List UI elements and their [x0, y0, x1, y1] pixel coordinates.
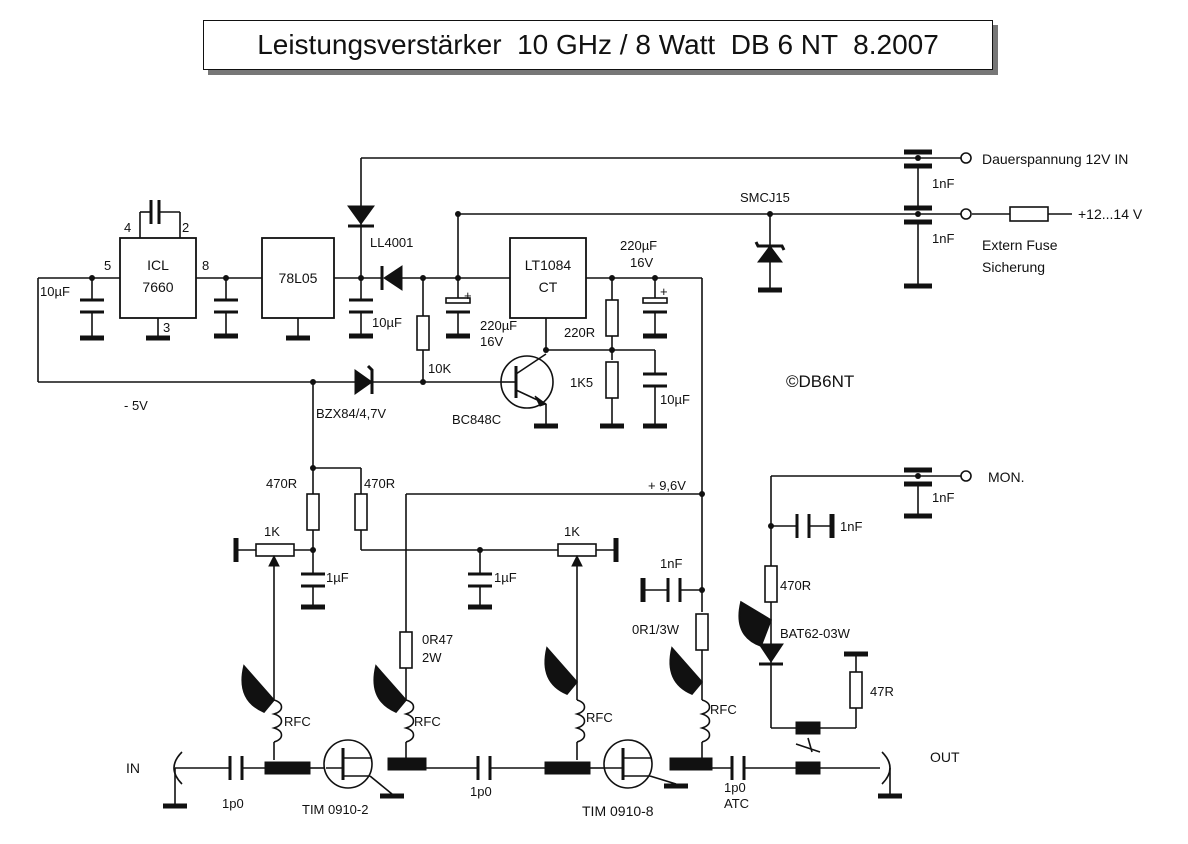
res-10k-label: 10K [428, 361, 451, 376]
pot-1k-a-label: 1K [264, 524, 280, 539]
reg-78l05-label: 78L05 [279, 270, 318, 286]
cap-220uf-b-label-1: 220µF [620, 238, 657, 253]
cap-10uf-b-label: 10µF [372, 315, 402, 330]
rfc-1-label: RFC [284, 714, 311, 729]
dauerspannung-label: Dauerspannung 12V IN [982, 151, 1128, 167]
tim-0910-8-label: TIM 0910-8 [582, 803, 654, 819]
cap-1p0-b-label: 1p0 [470, 784, 492, 799]
junction-dots [89, 155, 921, 593]
rfc-inductors [271, 699, 711, 760]
diagram-title: Leistungsverstärker 10 GHz / 8 Watt DB 6… [257, 29, 939, 60]
bat62-label: BAT62-03W [780, 626, 851, 641]
res-220r-label: 220R [564, 325, 595, 340]
labels: Dauerspannung 12V IN +12...14 V Extern F… [40, 151, 1143, 819]
pin-5-label: 5 [104, 258, 111, 273]
atc-label: ATC [724, 796, 749, 811]
cap-1nf-b-label: 1nF [932, 231, 954, 246]
pot-1k-b-label: 1K [564, 524, 580, 539]
mon-label: MON. [988, 469, 1025, 485]
fet-tim0910-8 [603, 739, 677, 789]
v96-label: + 9,6V [648, 478, 686, 493]
ic-lt1084: LT1084 CT [509, 237, 587, 319]
cap-220uf-a-plus: + [464, 288, 472, 303]
supply-in-label: +12...14 V [1078, 206, 1143, 222]
res-470r-c-label: 470R [780, 578, 811, 593]
microstrip-pads [264, 721, 821, 775]
cap-1nf-mon-label: 1nF [932, 490, 954, 505]
icl-label-2: 7660 [142, 279, 173, 295]
neg5v-label: - 5V [124, 398, 148, 413]
tim-0910-2-label: TIM 0910-2 [302, 802, 368, 817]
pin-2-label: 2 [182, 220, 189, 235]
cap-1nf-e-label: 1nF [660, 556, 682, 571]
cap-220uf-b-plus: + [660, 284, 668, 299]
cap-220uf-a-label-1: 220µF [480, 318, 517, 333]
lt1084-label-2: CT [539, 279, 558, 295]
cap-1uf-b-label: 1µF [494, 570, 517, 585]
title-box: Leistungsverstärker 10 GHz / 8 Watt DB 6… [203, 20, 993, 70]
transistor-bc848c [500, 353, 554, 409]
connectors [173, 152, 1049, 806]
diodes [347, 205, 786, 666]
rfc-4-label: RFC [710, 702, 737, 717]
resistors [255, 299, 863, 709]
ic-icl7660: ICL 7660 5 8 4 2 3 [104, 220, 209, 335]
in-label: IN [126, 760, 140, 776]
icl-label-1: ICL [147, 257, 169, 273]
rfc-2-label: RFC [414, 714, 441, 729]
cap-1uf-a-label: 1µF [326, 570, 349, 585]
cap-10uf-a-label: 10µF [40, 284, 70, 299]
sicherung-label: Sicherung [982, 259, 1045, 275]
res-1k5-label: 1K5 [570, 375, 593, 390]
lt1084-label-1: LT1084 [525, 257, 572, 273]
bc848c-label: BC848C [452, 412, 501, 427]
res-0r1-label: 0R1/3W [632, 622, 680, 637]
cap-1nf-d-label: 1nF [840, 519, 862, 534]
cap-220uf-a-label-2: 16V [480, 334, 503, 349]
pin-8-label: 8 [202, 258, 209, 273]
capacitors [80, 149, 932, 780]
res-47r-label: 47R [870, 684, 894, 699]
res-0r47-label-2: 2W [422, 650, 442, 665]
cap-1p0-c-label: 1p0 [724, 780, 746, 795]
smcj15-label: SMCJ15 [740, 190, 790, 205]
out-label: OUT [930, 749, 960, 765]
cap-1nf-a-label: 1nF [932, 176, 954, 191]
cap-220uf-b-label-2: 16V [630, 255, 653, 270]
bzx84-label: BZX84/4,7V [316, 406, 386, 421]
copyright-label: ©DB6NT [786, 372, 854, 391]
fet-tim0910-2 [323, 739, 393, 795]
pin-3-label: 3 [163, 320, 170, 335]
extern-fuse-label: Extern Fuse [982, 237, 1058, 253]
res-470r-b-label: 470R [364, 476, 395, 491]
res-470r-a-label: 470R [266, 476, 297, 491]
pin-4-label: 4 [124, 220, 131, 235]
cap-1p0-a-label: 1p0 [222, 796, 244, 811]
cap-10uf-c-label: 10µF [660, 392, 690, 407]
res-0r47-label-1: 0R47 [422, 632, 453, 647]
ic-78l05: 78L05 [261, 237, 335, 319]
ground-symbols [146, 287, 902, 809]
radial-stubs [241, 600, 772, 713]
ll4001-label: LL4001 [370, 235, 413, 250]
rfc-3-label: RFC [586, 710, 613, 725]
